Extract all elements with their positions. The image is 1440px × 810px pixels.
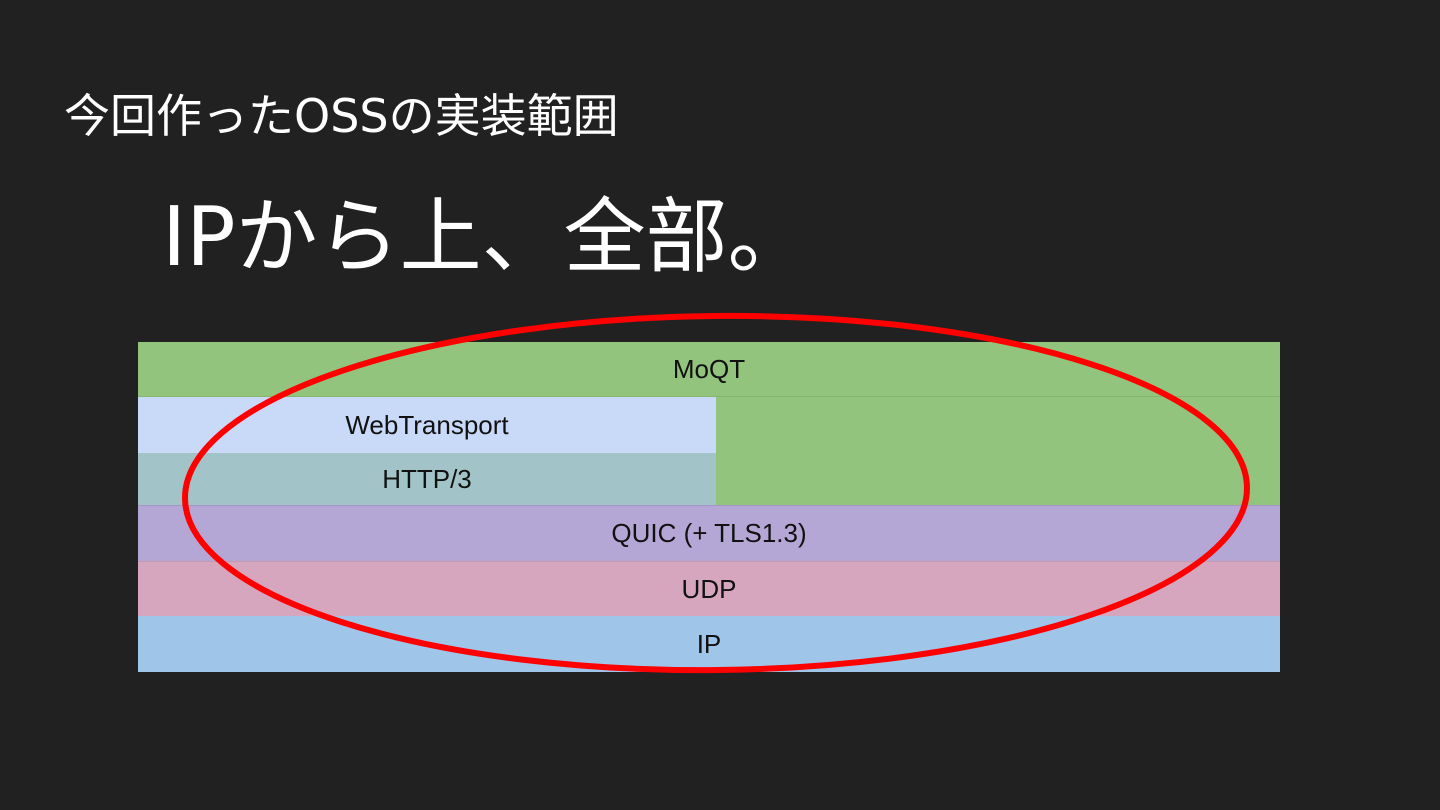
layer-moqt: MoQT xyxy=(138,342,1280,397)
layer-ip: IP xyxy=(138,616,1280,672)
layer-http3-label: HTTP/3 xyxy=(382,463,472,494)
slide-headline: IPから上、全部。 xyxy=(162,190,810,285)
protocol-stack-diagram: MoQT WebTransport HTTP/3 QUIC (+ TLS1.3)… xyxy=(138,342,1280,672)
layer-http3: HTTP/3 xyxy=(138,453,716,505)
layer-webtransport: WebTransport xyxy=(138,397,716,453)
layer-udp: UDP xyxy=(138,561,1280,616)
layer-quic-label: QUIC (+ TLS1.3) xyxy=(611,518,807,548)
layer-udp-label: UDP xyxy=(681,573,737,604)
layer-ip-label: IP xyxy=(696,628,722,659)
slide-title: 今回作ったOSSの実装範囲 xyxy=(64,89,619,143)
layer-quic: QUIC (+ TLS1.3) xyxy=(138,505,1280,561)
layer-moqt-label: MoQT xyxy=(672,353,746,384)
layer-webtransport-label: WebTransport xyxy=(345,409,509,440)
